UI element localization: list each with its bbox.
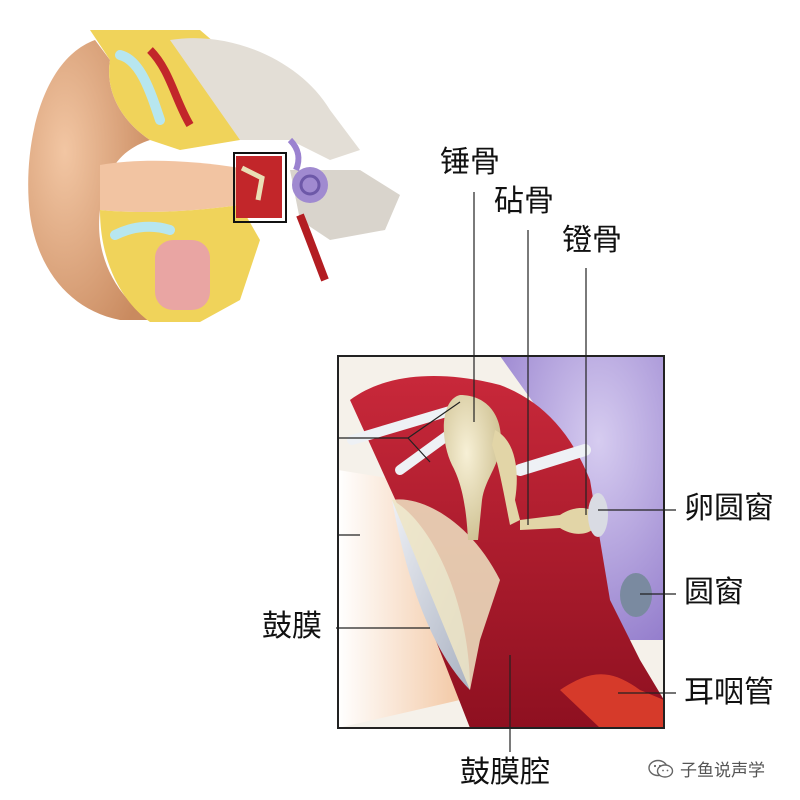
label-eardrum: 鼓膜 [262, 609, 322, 644]
label-stapes: 镫骨 [562, 223, 622, 258]
wechat-icon [648, 759, 674, 778]
label-eustachian-tube: 耳咽管 [684, 675, 774, 710]
vessel [296, 213, 329, 282]
malleus-shape [443, 395, 501, 540]
watermark: 子鱼说声学 [648, 756, 765, 781]
label-oval-window: 卵圆窗 [684, 491, 774, 526]
auricle [28, 40, 150, 320]
oval-window-shape [588, 493, 608, 537]
tympanic-cavity-shape [350, 375, 664, 728]
middle-ear-inset [337, 355, 665, 729]
label-malleus: 锤骨 [440, 145, 500, 180]
label-round-window: 圆窗 [684, 575, 744, 610]
round-window-shape [620, 573, 652, 617]
label-tympanic-cavity: 鼓膜腔 [460, 755, 550, 790]
ear-canal [100, 160, 240, 213]
cochlea [292, 167, 328, 203]
ear-overview [28, 30, 400, 322]
focus-box [233, 152, 287, 223]
temporal-bone [170, 38, 360, 160]
incus-shape [492, 430, 520, 525]
stapes-shape [520, 508, 598, 534]
inset-frame [337, 355, 665, 729]
eustachian-tube-shape [560, 674, 664, 728]
label-incus: 砧骨 [494, 184, 554, 219]
watermark-text: 子鱼说声学 [680, 761, 765, 781]
leader-lines [336, 192, 676, 752]
